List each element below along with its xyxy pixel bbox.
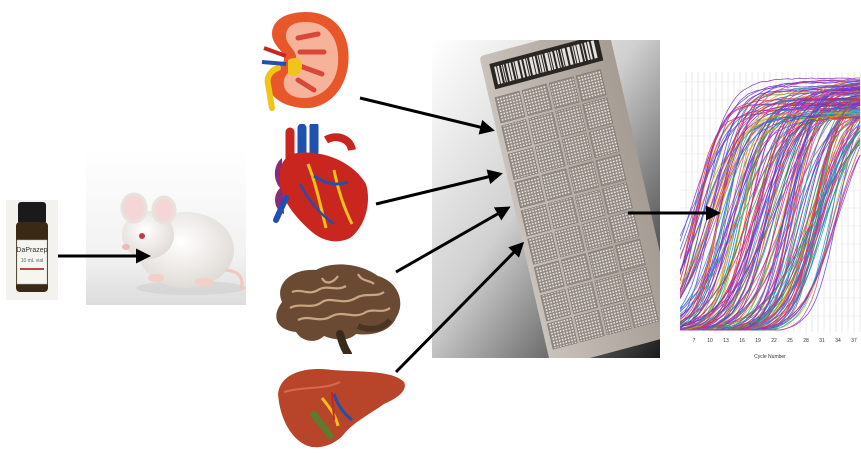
arrow-liver-to-card bbox=[396, 244, 522, 372]
arrow-brain-to-card bbox=[396, 208, 508, 272]
arrow-kidney-to-card bbox=[360, 98, 492, 130]
arrow-heart-to-card bbox=[376, 174, 500, 204]
